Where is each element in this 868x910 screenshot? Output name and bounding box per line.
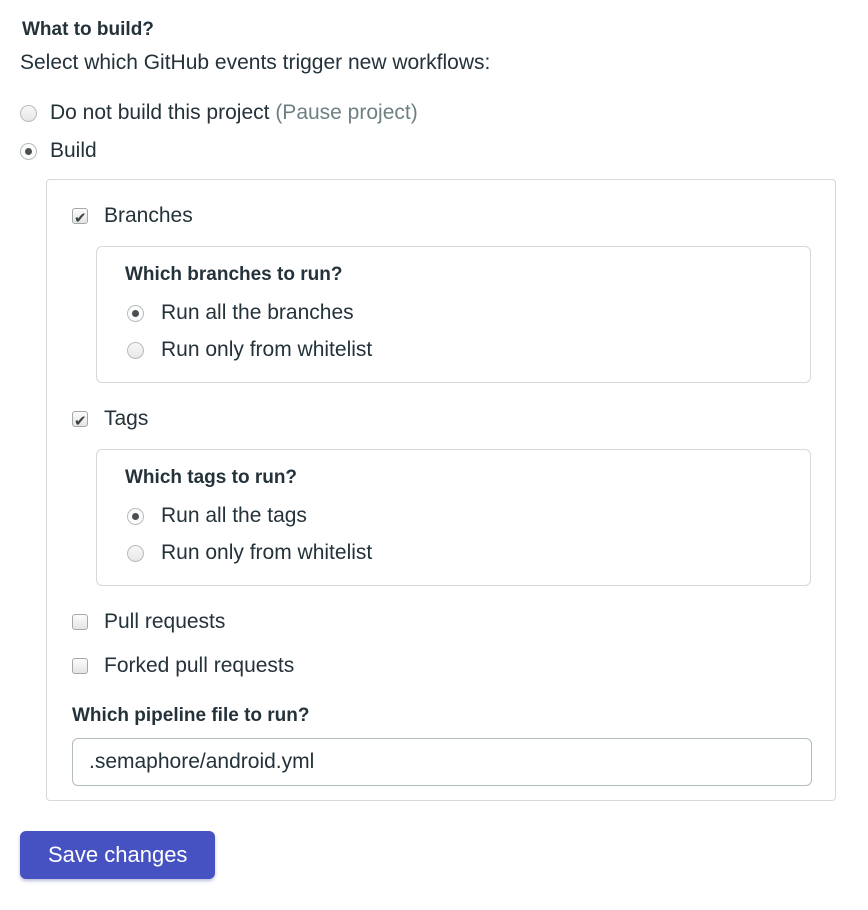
checkbox-row-tags[interactable]: Tags <box>72 405 810 436</box>
pull-requests-label: Pull requests <box>104 610 226 633</box>
radio-icon-unselected[interactable] <box>127 544 144 562</box>
tags-question: Which tags to run? <box>125 467 298 488</box>
radio-option-run-all-tags[interactable]: Run all the tags <box>127 502 790 530</box>
forked-pull-requests-label: Forked pull requests <box>104 654 295 677</box>
checkbox-checked-icon[interactable] <box>72 408 88 436</box>
pipeline-file-input[interactable] <box>72 738 812 786</box>
checkbox-row-forked-pull-requests[interactable]: Forked pull requests <box>72 652 810 680</box>
run-all-tags-label: Run all the tags <box>161 504 307 527</box>
page-subtitle: Select which GitHub events trigger new w… <box>20 51 491 74</box>
run-all-branches-label: Run all the branches <box>161 301 354 324</box>
branches-options-panel: Which branches to run? Run all the branc… <box>96 246 811 383</box>
radio-icon-unselected[interactable] <box>20 104 37 122</box>
pause-project-link[interactable]: (Pause project) <box>275 101 418 124</box>
branches-whitelist-label: Run only from whitelist <box>161 338 373 361</box>
pause-option-label: Do not build this project (Pause project… <box>50 99 418 127</box>
radio-icon-selected[interactable] <box>127 304 144 322</box>
build-settings-panel: Branches Which branches to run? Run all … <box>46 179 836 801</box>
pause-option-text: Do not build this project <box>50 101 270 124</box>
radio-option-pause-project[interactable]: Do not build this project (Pause project… <box>20 99 868 127</box>
build-settings-page: What to build? Select which GitHub event… <box>0 0 868 879</box>
radio-option-build[interactable]: Build <box>20 137 868 165</box>
checkbox-unchecked-icon[interactable] <box>72 658 88 674</box>
radio-icon-selected[interactable] <box>20 142 37 160</box>
radio-option-tags-whitelist[interactable]: Run only from whitelist <box>127 539 790 567</box>
radio-icon-selected[interactable] <box>127 507 144 525</box>
branches-label: Branches <box>104 204 193 227</box>
pipeline-file-question: Which pipeline file to run? <box>72 705 310 726</box>
checkbox-row-branches[interactable]: Branches <box>72 202 810 233</box>
tags-whitelist-label: Run only from whitelist <box>161 541 373 564</box>
page-title: What to build? <box>22 19 154 40</box>
save-changes-button[interactable]: Save changes <box>20 831 216 879</box>
tags-label: Tags <box>104 407 149 430</box>
build-option-label: Build <box>50 139 97 162</box>
checkbox-row-pull-requests[interactable]: Pull requests <box>72 608 810 636</box>
checkbox-checked-icon[interactable] <box>72 205 88 233</box>
radio-option-branches-whitelist[interactable]: Run only from whitelist <box>127 336 790 364</box>
radio-option-run-all-branches[interactable]: Run all the branches <box>127 299 790 327</box>
radio-icon-unselected[interactable] <box>127 341 144 359</box>
checkbox-unchecked-icon[interactable] <box>72 614 88 630</box>
tags-options-panel: Which tags to run? Run all the tags Run … <box>96 449 811 586</box>
branches-question: Which branches to run? <box>125 264 343 285</box>
